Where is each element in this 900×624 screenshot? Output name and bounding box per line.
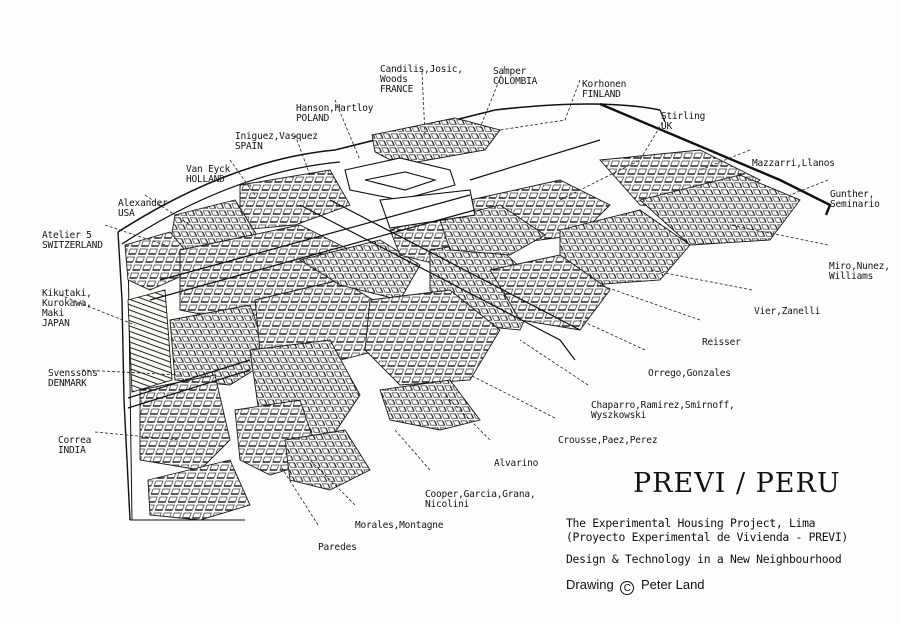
credit-author: Peter Land [640, 577, 705, 592]
label-cooper-nicolini: Cooper,Garcia,Grana,Nicolini [425, 489, 536, 510]
internal-roads [127, 139, 601, 409]
label-orrego-gonzales: Orrego,Gonzales [648, 368, 731, 379]
central-building [344, 157, 476, 229]
subtitle-spanish-name: (Proyecto Experimental de Vivienda - PRE… [566, 530, 848, 544]
label-gunther-seminario: Gunther,Seminario [830, 189, 880, 210]
credit-prefix: Drawing [566, 577, 614, 592]
label-miro-williams: Miro,Nunez,Williams [829, 261, 890, 282]
label-crousse-paez-perez: Crousse,Paez,Perez [558, 435, 658, 446]
label-paredes: Paredes [318, 542, 357, 553]
subtitle-project: The Experimental Housing Project, Lima [566, 516, 816, 530]
drawing-title: PREVI / PERU [633, 468, 841, 499]
label-mazzarri-llanos: Mazzarri,Llanos [752, 158, 835, 169]
drawing-credit: Drawing C Peter Land [566, 577, 705, 595]
site-perimeter [117, 102, 832, 521]
label-reisser: Reisser [702, 337, 741, 348]
label-chaparro-wyszkowski: Chaparro,Ramirez,Smirnoff,Wyszkowski [591, 400, 735, 421]
copyright-icon: C [620, 581, 635, 595]
subtitle-design-technology: Design & Technology in a New Neighbourho… [566, 552, 842, 566]
leader-lines [59, 65, 829, 526]
label-morales-montagne: Morales,Montagne [355, 520, 444, 531]
label-alvarino: Alvarino [494, 458, 539, 469]
housing-clusters [124, 117, 801, 521]
label-vier-zanelli: Vier,Zanelli [754, 306, 821, 317]
